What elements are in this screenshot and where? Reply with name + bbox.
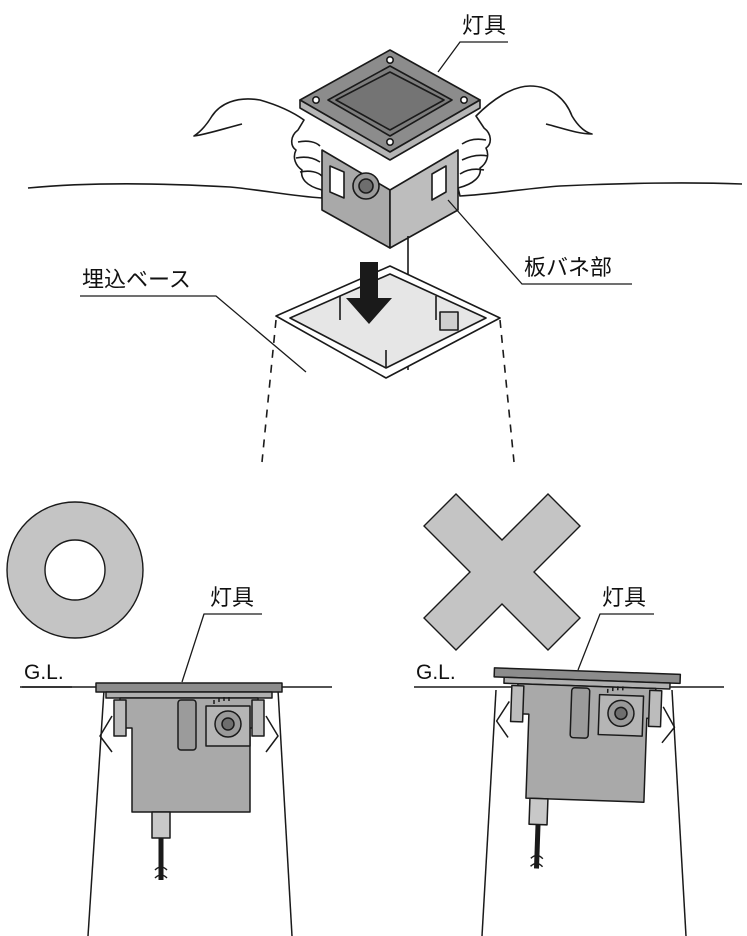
leaf-spring-left [329, 165, 345, 199]
gland-ticks-tilted [606, 686, 624, 693]
hole-wall-left-r [277, 689, 293, 936]
label-fixture-good: 灯具 [210, 586, 255, 611]
hole-wall-left-l [87, 689, 105, 936]
flange [95, 682, 283, 693]
leader-fixture-good [181, 613, 262, 683]
fixture-box-right [389, 149, 459, 249]
latch-tilted [569, 686, 591, 739]
clip-right [251, 699, 265, 737]
gland-inner [221, 717, 235, 731]
clip-left [113, 699, 127, 737]
screw-bottom [385, 138, 394, 147]
leaf-spring-right [431, 165, 447, 201]
label-embedded-base: 埋込ベース [82, 268, 191, 293]
leader-fixture-bad [577, 613, 654, 671]
leader-leaf-spring [447, 199, 632, 285]
gland-inner-tilted [614, 706, 628, 721]
tilted-fixture [493, 667, 682, 869]
cable-fitting-tilted [528, 797, 549, 826]
down-arrow-icon [346, 262, 392, 324]
fixture-box-left [321, 149, 391, 249]
left-hand [27, 98, 323, 199]
top-illustration [27, 49, 743, 463]
incorrect-install [414, 613, 724, 936]
spring-right-tilted [661, 706, 676, 744]
cable-cut-tilted [530, 854, 544, 868]
spring-left [99, 715, 113, 753]
cable-fitting [151, 811, 171, 839]
flange-lower [105, 691, 273, 699]
label-gl-good: G.L. [24, 661, 64, 684]
clip-left-tilted [509, 684, 525, 723]
fixture-lens-inner [335, 71, 445, 131]
leader-embedded-base [80, 295, 307, 373]
label-leaf-spring: 板バネ部 [524, 256, 613, 281]
right-finger-lines [459, 138, 489, 175]
projection-right [499, 319, 515, 463]
cable-gland-inner [358, 178, 374, 194]
screw-left [311, 96, 320, 105]
cable-cut [154, 866, 168, 879]
spring-left-tilted [495, 701, 510, 738]
latch [177, 699, 197, 751]
clip-right-tilted [647, 689, 663, 728]
circle-mark [6, 501, 144, 639]
screw-top [385, 55, 394, 64]
top-leaders [80, 41, 632, 373]
hole-wall-right-r [671, 689, 687, 936]
correct-install [20, 613, 332, 936]
base-inner-walls [339, 296, 437, 368]
screw-right [459, 96, 468, 105]
base-inner [289, 273, 487, 369]
label-gl-bad: G.L. [416, 661, 456, 684]
gland-ticks [213, 697, 230, 704]
spring-right [265, 715, 279, 753]
label-fixture-top: 灯具 [462, 14, 507, 39]
right-hand [457, 85, 743, 197]
cable-tilted [533, 824, 541, 869]
cross-mark [423, 493, 581, 651]
label-fixture-bad: 灯具 [602, 586, 647, 611]
leader-fixture-top [437, 41, 508, 73]
left-finger-lines [295, 140, 323, 177]
hole-wall-right-l [481, 689, 497, 936]
plate-edge [299, 99, 481, 161]
base-block [439, 311, 459, 331]
